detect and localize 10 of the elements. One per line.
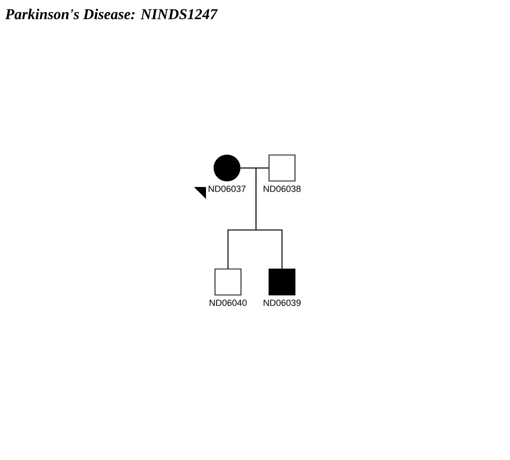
individual-id: ND06037 bbox=[208, 186, 246, 192]
male-symbol bbox=[268, 154, 296, 182]
male-symbol bbox=[214, 268, 242, 296]
pedigree-line bbox=[256, 168, 282, 269]
individual-id: ND06039 bbox=[264, 300, 301, 306]
title: Parkinson's Disease: NINDS1247 bbox=[5, 8, 218, 20]
individual-id: ND06040 bbox=[210, 300, 247, 306]
male-symbol bbox=[268, 268, 296, 296]
female-symbol bbox=[214, 154, 240, 182]
individual-id: ND06038 bbox=[264, 186, 301, 192]
